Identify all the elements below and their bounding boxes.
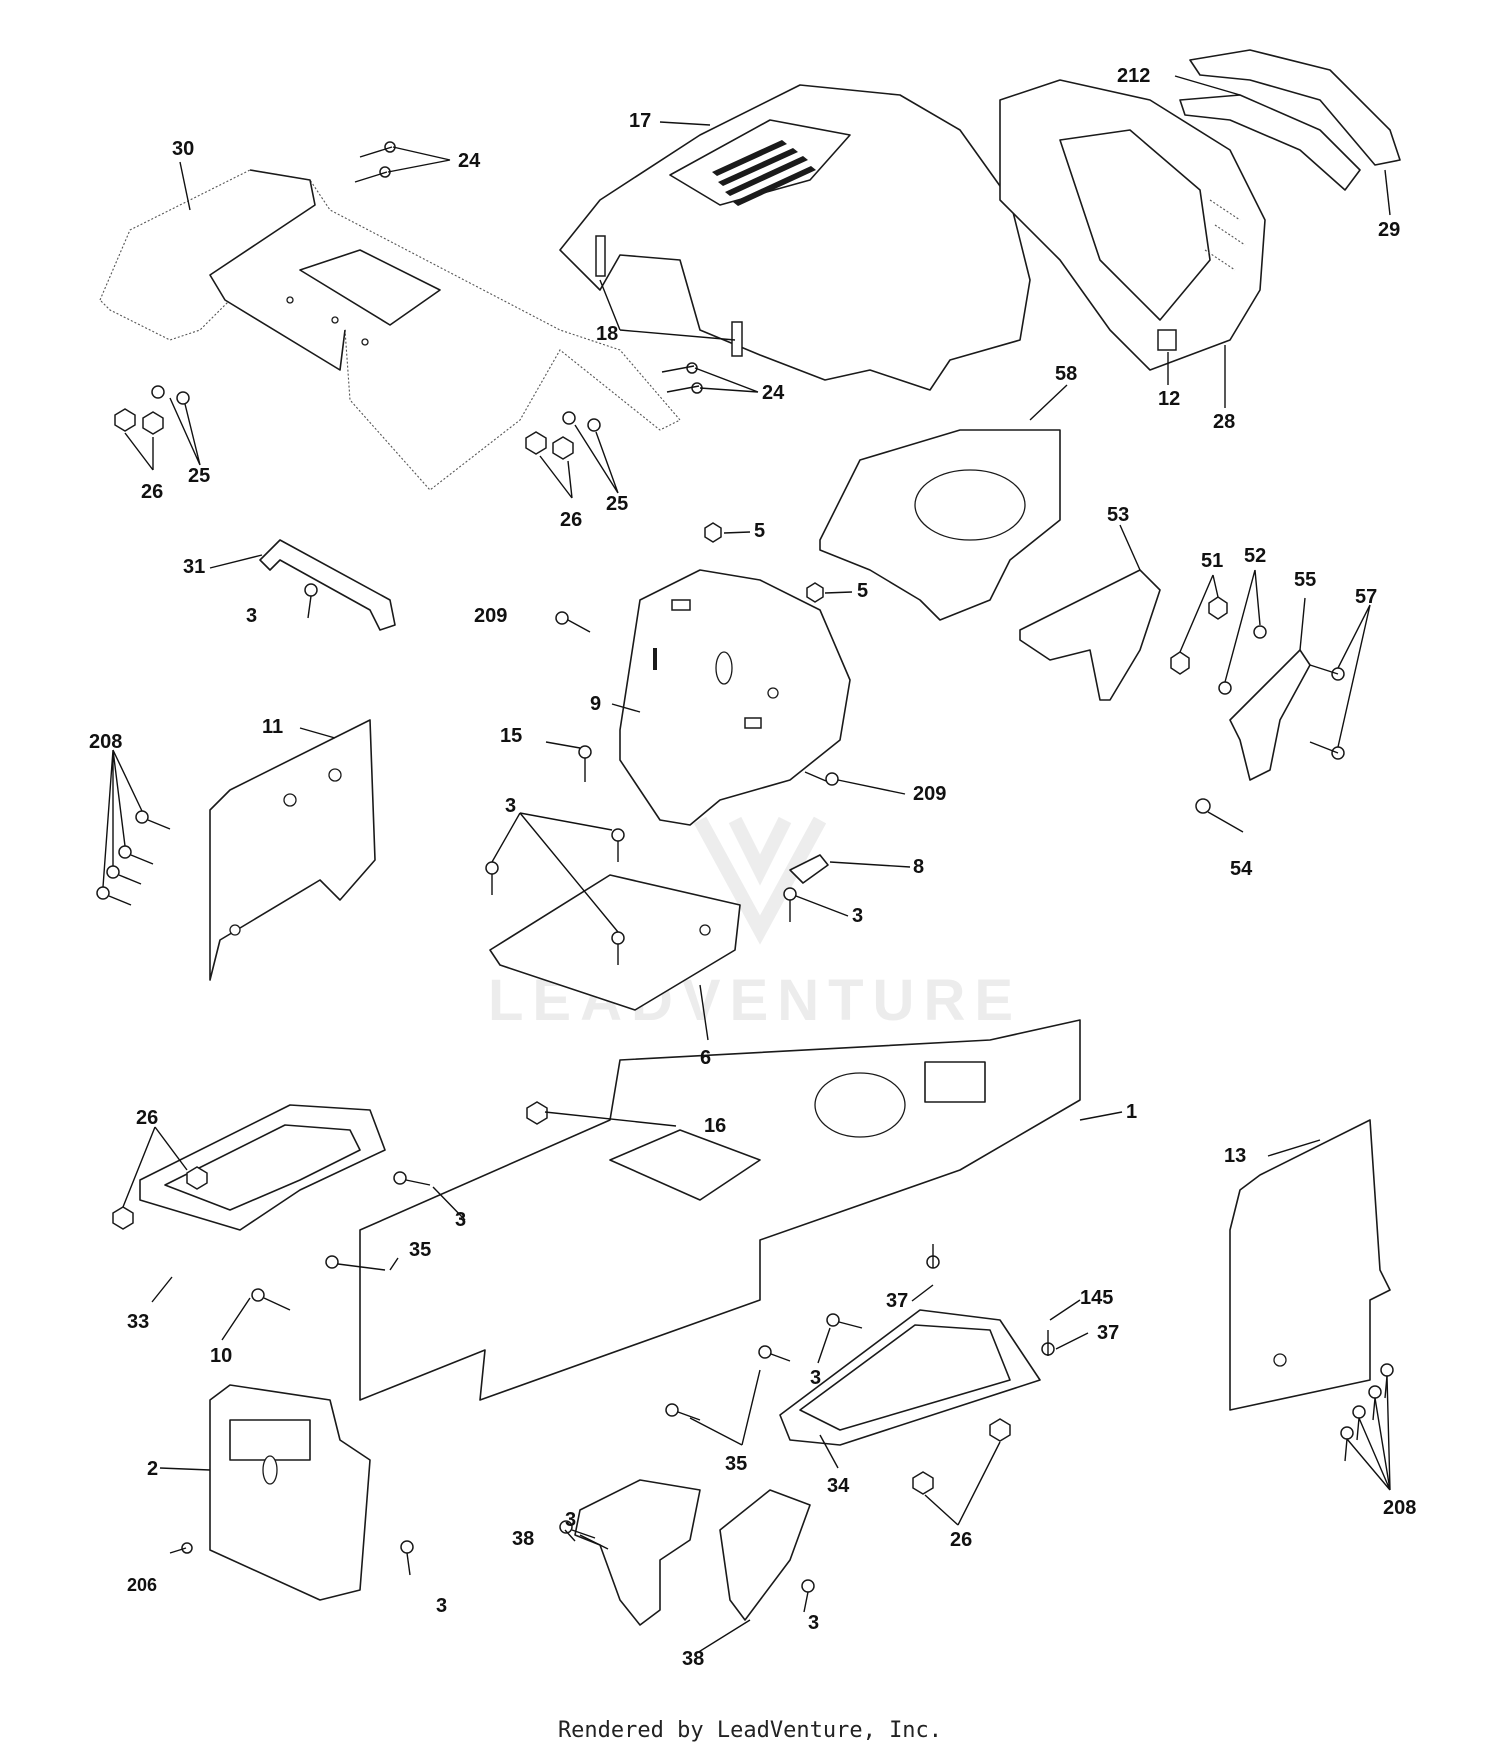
part-2-front-plate [209, 1384, 371, 1601]
callout-52: 52 [1244, 545, 1266, 567]
footer-credit: Rendered by LeadVenture, Inc. [557, 1718, 943, 1743]
callout-13: 13 [1224, 1145, 1246, 1167]
callout-3-frame: 3 [810, 1367, 821, 1389]
callout-3-footrest: 3 [455, 1209, 466, 1231]
callout-35-left: 35 [409, 1239, 431, 1261]
part-12-clip [1157, 329, 1177, 351]
callout-15: 15 [500, 725, 522, 747]
callout-33: 33 [127, 1311, 149, 1333]
callout-38-top: 38 [512, 1528, 534, 1550]
callout-209-bottom: 209 [913, 783, 946, 805]
part-31-bracket [259, 539, 396, 631]
callout-34: 34 [827, 1475, 850, 1497]
callout-leaders [102, 75, 1391, 1654]
callout-54: 54 [1230, 858, 1253, 880]
callout-26-mid: 26 [560, 509, 582, 531]
callout-9: 9 [590, 693, 601, 715]
callout-57: 57 [1355, 586, 1377, 608]
part-58-shroud [819, 429, 1061, 621]
callout-30: 30 [172, 138, 194, 160]
part-13-side-panel [1229, 1119, 1391, 1411]
part-34-footrest [779, 1309, 1041, 1446]
part-53-bracket [1019, 569, 1161, 701]
callout-25-left: 25 [188, 465, 210, 487]
part-18-bumper-b [731, 321, 743, 357]
callout-55: 55 [1294, 569, 1316, 591]
callout-37-top: 37 [886, 1290, 908, 1312]
callout-3-bracket31: 3 [246, 605, 257, 627]
callout-11: 11 [262, 716, 283, 738]
callout-3-plate: 3 [436, 1595, 447, 1617]
part-18-bumper-a [595, 235, 606, 277]
callout-29: 29 [1378, 219, 1400, 241]
callout-53: 53 [1107, 504, 1129, 526]
callout-212: 212 [1117, 65, 1150, 87]
callout-31: 31 [183, 556, 205, 578]
part-55-bracket [1229, 649, 1311, 781]
callout-38-bottom: 38 [682, 1648, 704, 1670]
callout-208-right: 208 [1383, 1497, 1416, 1519]
callout-18: 18 [596, 323, 618, 345]
callout-209-top: 209 [474, 605, 507, 627]
part-1-main-frame [359, 1019, 1081, 1401]
callout-8: 8 [913, 856, 924, 878]
callout-37-bottom: 37 [1097, 1322, 1119, 1344]
part-28-grille-frame [999, 79, 1266, 371]
callout-12: 12 [1158, 388, 1180, 410]
callout-206: 206 [127, 1575, 157, 1595]
part-212-29-headlight-trim [1179, 49, 1401, 191]
callout-26-footrest: 26 [136, 1107, 158, 1129]
callout-labels: 30 24 17 212 29 18 24 12 28 58 26 25 26 … [89, 65, 1416, 1670]
callout-24-mid: 24 [762, 382, 785, 404]
part-11-side-panel [209, 719, 376, 981]
callout-3-bracket38: 3 [565, 1509, 576, 1531]
callout-1: 1 [1126, 1101, 1137, 1123]
callout-58: 58 [1055, 363, 1077, 385]
callout-17: 17 [629, 110, 651, 132]
part-30-rear-fender [99, 169, 681, 491]
hardware-items [96, 141, 1394, 1613]
part-33-footrest [139, 1104, 386, 1231]
callout-3-bracket38b: 3 [808, 1612, 819, 1634]
callout-3-dash: 3 [505, 795, 516, 817]
part-38-bracket-b [719, 1489, 811, 1621]
callout-28: 28 [1213, 411, 1235, 433]
callout-208-left: 208 [89, 731, 122, 753]
hood-vents [712, 140, 816, 206]
callout-10: 10 [210, 1345, 232, 1367]
callout-2: 2 [147, 1458, 158, 1480]
part-38-bracket-a [574, 1479, 701, 1626]
part-8-clip [789, 854, 829, 884]
callout-35-right: 35 [725, 1453, 747, 1475]
callout-26-left: 26 [141, 481, 163, 503]
callout-5-bottom: 5 [857, 580, 868, 602]
part-9-dash-panel [619, 569, 851, 826]
callout-145: 145 [1080, 1287, 1113, 1309]
callout-16: 16 [704, 1115, 726, 1137]
part-17-hood [559, 84, 1031, 391]
callout-24-top: 24 [458, 150, 481, 172]
callout-26-right: 26 [950, 1529, 972, 1551]
callout-6: 6 [700, 1047, 711, 1069]
callout-25-mid: 25 [606, 493, 628, 515]
callout-51: 51 [1201, 550, 1223, 572]
callout-5-top: 5 [754, 520, 765, 542]
callout-3-clip: 3 [852, 905, 863, 927]
